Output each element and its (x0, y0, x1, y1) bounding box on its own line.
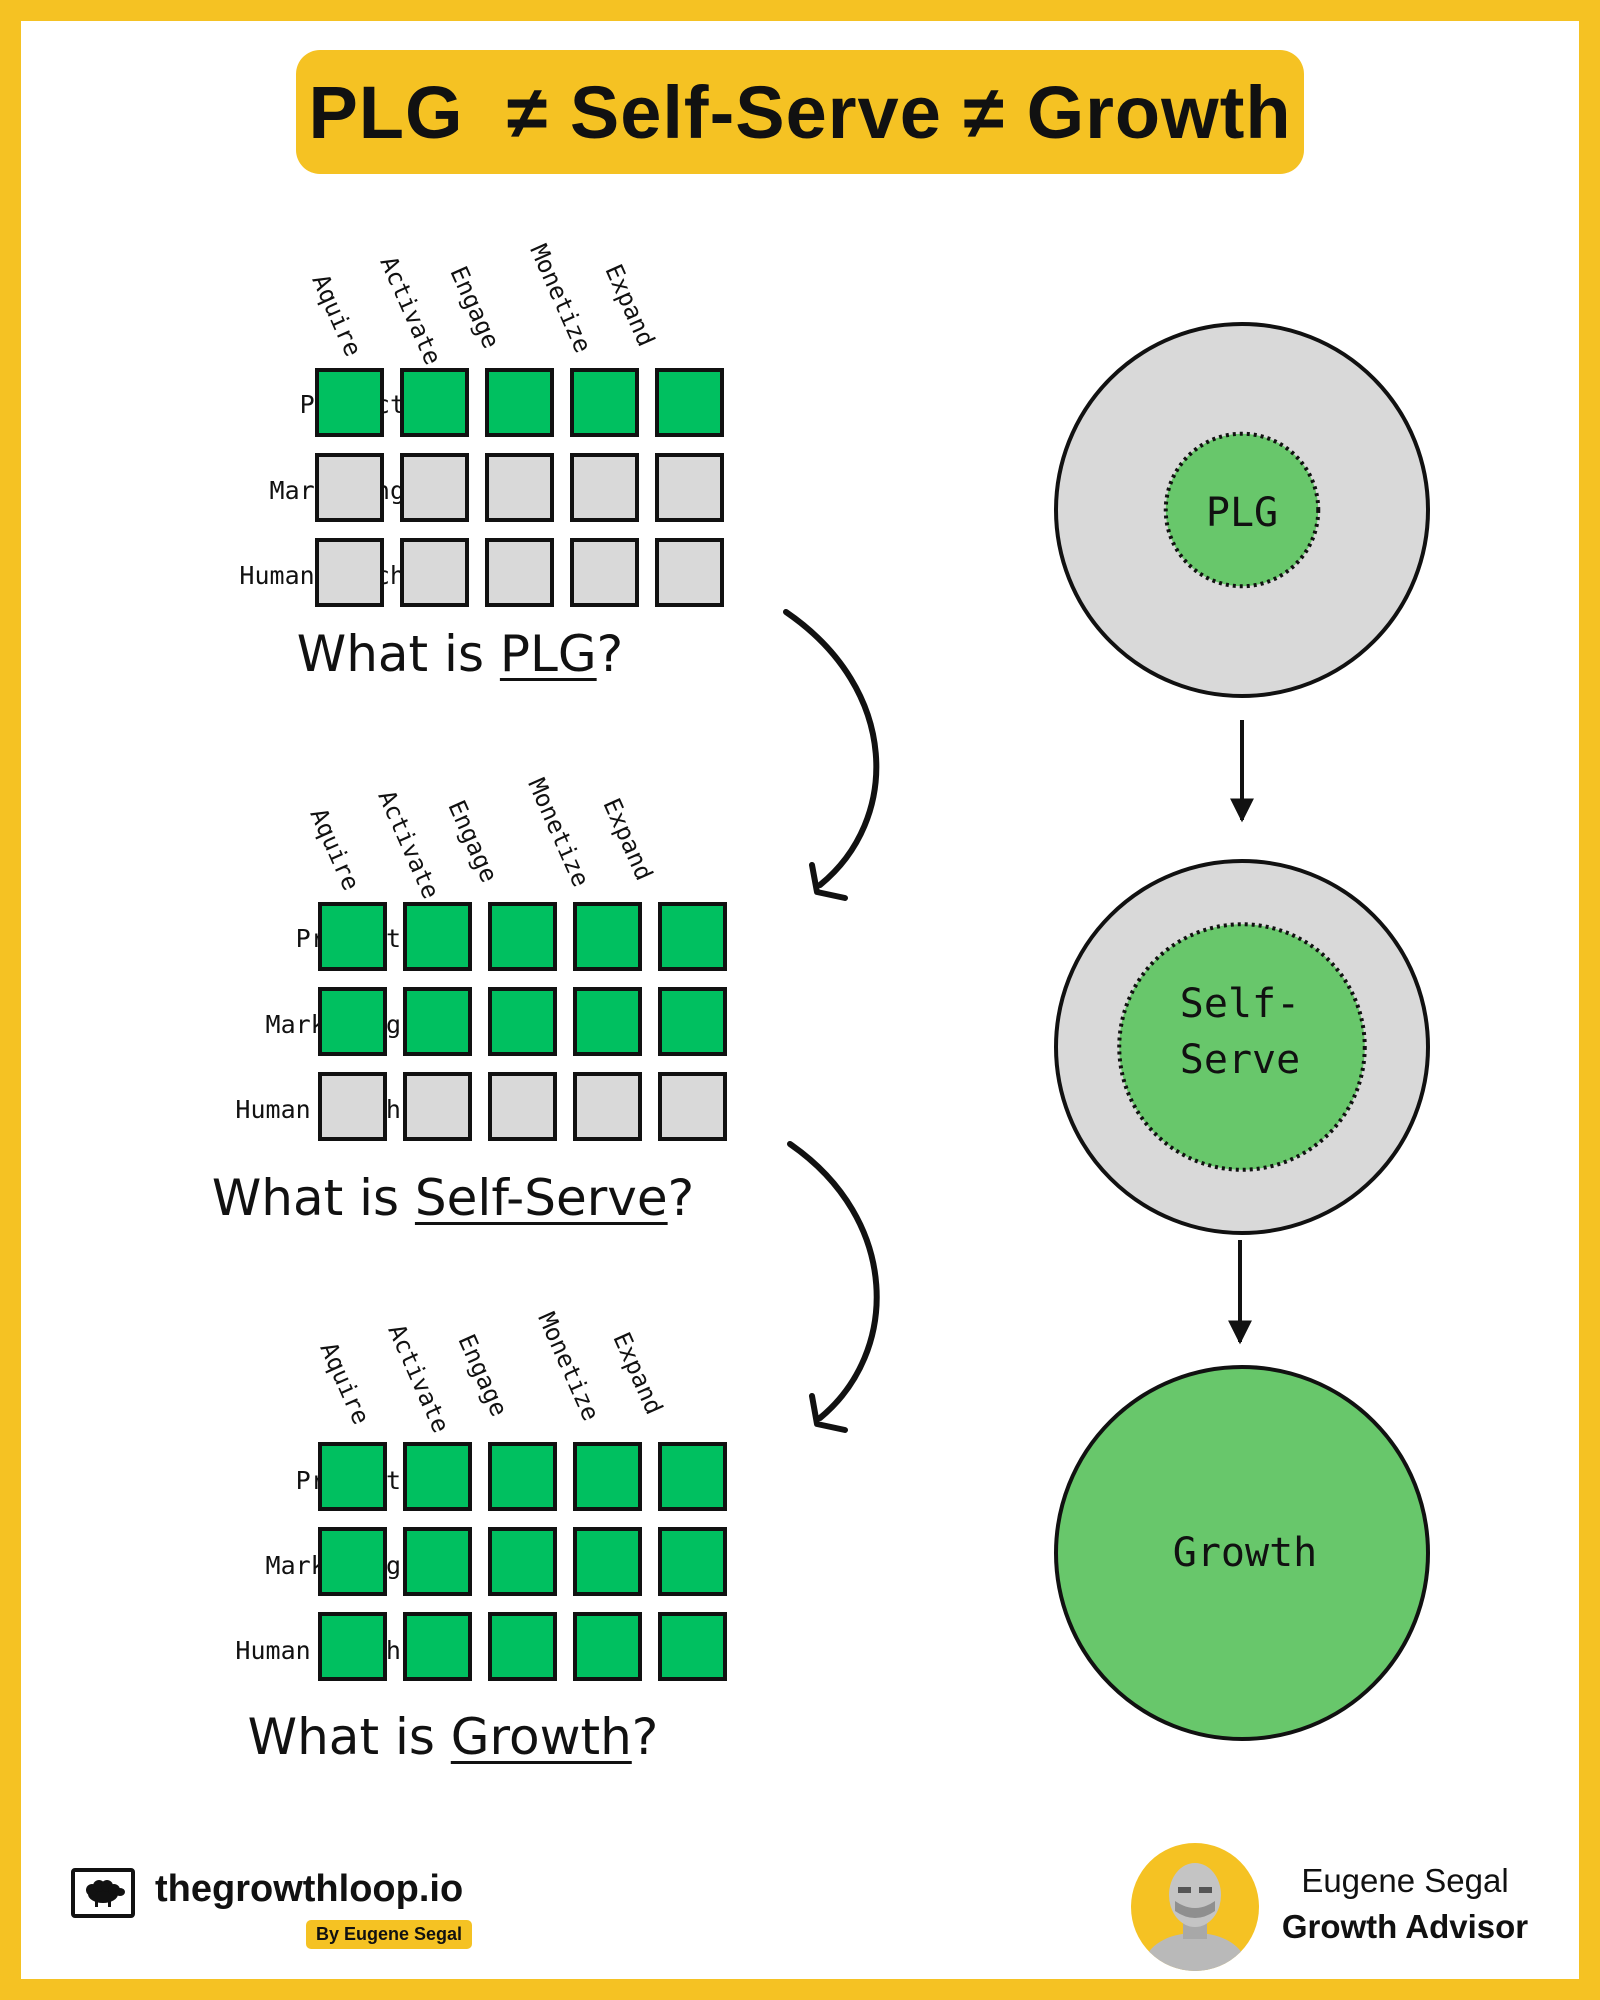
curved-arrow (783, 609, 880, 888)
author-role: Growth Advisor (1281, 1908, 1529, 1945)
matrix-cell (318, 902, 387, 971)
brand-name: thegrowthloop.io (155, 1868, 464, 1910)
inner-circle (1163, 431, 1321, 589)
matrix-cell (315, 368, 384, 437)
matrix-cell (400, 453, 469, 522)
matrix-cell (570, 368, 639, 437)
self-serve-matrix: Aquire Activate Engage Monetize Expand P… (108, 774, 798, 1244)
matrix-cell (573, 1527, 642, 1596)
matrix-cell (403, 1072, 472, 1141)
caption-term: Self-Serve (414, 1169, 668, 1227)
matrix-cell (488, 1442, 557, 1511)
matrix-caption: What is Self-Serve? (108, 1169, 798, 1227)
matrix-cell (403, 902, 472, 971)
matrix-cell (403, 1442, 472, 1511)
matrix-cell (315, 538, 384, 607)
matrix-cell (573, 1072, 642, 1141)
matrix-cell (403, 1612, 472, 1681)
outer-circle (1054, 1365, 1430, 1741)
matrix-cell (403, 987, 472, 1056)
caption-suffix: ? (667, 1169, 695, 1227)
matrix-cell (318, 1072, 387, 1141)
matrix-caption: What is Growth? (108, 1708, 798, 1766)
author-name: Eugene Segal (1301, 1862, 1509, 1899)
matrix-cell (573, 987, 642, 1056)
sheep-icon (86, 1880, 125, 1907)
caption-suffix: ? (631, 1708, 659, 1766)
caption-prefix: What is (296, 625, 500, 683)
matrix-cell (658, 902, 727, 971)
matrix-cell (485, 453, 554, 522)
matrix-cell (488, 1527, 557, 1596)
matrix-cell (655, 368, 724, 437)
caption-term: Growth (450, 1708, 632, 1766)
matrix-cell (318, 1527, 387, 1596)
circle-label-self-serve: Self- Serve (1179, 981, 1301, 1083)
matrix-cell (570, 453, 639, 522)
portrait-icon (1141, 1863, 1249, 1971)
page-title: PLG ≠ Self-Serve ≠ Growth (308, 70, 1292, 154)
inner-circle (1117, 922, 1367, 1172)
growth-matrix: Aquire Activate Engage Monetize Expand P… (108, 1308, 798, 1778)
curved-arrow-head (809, 862, 848, 901)
matrix-cell (488, 987, 557, 1056)
title-banner: PLG ≠ Self-Serve ≠ Growth (296, 50, 1304, 174)
curved-arrow-head (809, 1393, 848, 1433)
circle-label-plg: PLG (1205, 490, 1279, 536)
matrix-cell (400, 368, 469, 437)
caption-suffix: ? (596, 625, 624, 683)
matrix-cell (403, 1527, 472, 1596)
matrix-cell (658, 1612, 727, 1681)
circle-stack (1054, 322, 1430, 1741)
brand-tag: By Eugene Segal (306, 1920, 473, 1949)
matrix-cell (318, 1612, 387, 1681)
matrix-cell (573, 1442, 642, 1511)
caption-term: PLG (499, 625, 597, 683)
plg-matrix: Aquire Activate Engage Monetize Expand P… (110, 240, 750, 700)
brand-logo (71, 1868, 135, 1918)
matrix-cell (658, 987, 727, 1056)
matrix-cell (318, 1442, 387, 1511)
curved-arrow (787, 1141, 880, 1421)
author-avatar (1131, 1843, 1259, 1971)
matrix-cell (658, 1442, 727, 1511)
matrix-cell (655, 453, 724, 522)
matrix-cell (488, 1072, 557, 1141)
matrix-cell (658, 1072, 727, 1141)
circle-label-growth: Growth (1172, 1530, 1318, 1576)
matrix-cell (485, 538, 554, 607)
matrix-cell (570, 538, 639, 607)
caption-prefix: What is (211, 1169, 415, 1227)
matrix-cell (655, 538, 724, 607)
matrix-cell (485, 368, 554, 437)
matrix-caption: What is PLG? (170, 625, 750, 683)
matrix-cell (573, 902, 642, 971)
matrix-cell (573, 1612, 642, 1681)
caption-prefix: What is (247, 1708, 451, 1766)
matrix-cell (315, 453, 384, 522)
matrix-cell (658, 1527, 727, 1596)
matrix-cell (488, 1612, 557, 1681)
matrix-cell (400, 538, 469, 607)
matrix-cell (488, 902, 557, 971)
matrix-cell (318, 987, 387, 1056)
